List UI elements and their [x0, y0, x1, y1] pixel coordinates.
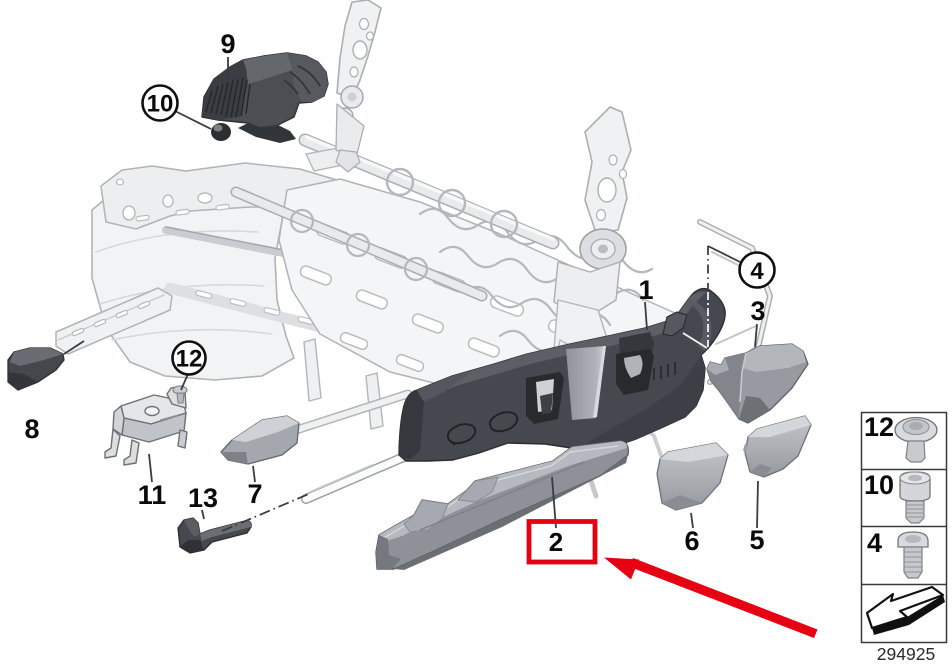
svg-text:8: 8 — [24, 414, 39, 444]
svg-text:2: 2 — [549, 527, 563, 557]
svg-text:12: 12 — [864, 412, 894, 442]
svg-text:1: 1 — [638, 275, 653, 305]
svg-text:10: 10 — [864, 470, 894, 500]
svg-text:6: 6 — [684, 526, 699, 556]
svg-text:294925: 294925 — [877, 644, 935, 664]
svg-text:11: 11 — [138, 480, 167, 510]
svg-text:13: 13 — [188, 483, 218, 513]
svg-text:4: 4 — [867, 528, 882, 558]
svg-text:9: 9 — [220, 29, 235, 59]
svg-text:12: 12 — [176, 346, 203, 373]
svg-text:7: 7 — [247, 479, 262, 509]
svg-text:10: 10 — [147, 91, 174, 118]
svg-text:3: 3 — [750, 296, 765, 326]
svg-text:5: 5 — [749, 525, 764, 555]
svg-text:4: 4 — [750, 258, 764, 285]
